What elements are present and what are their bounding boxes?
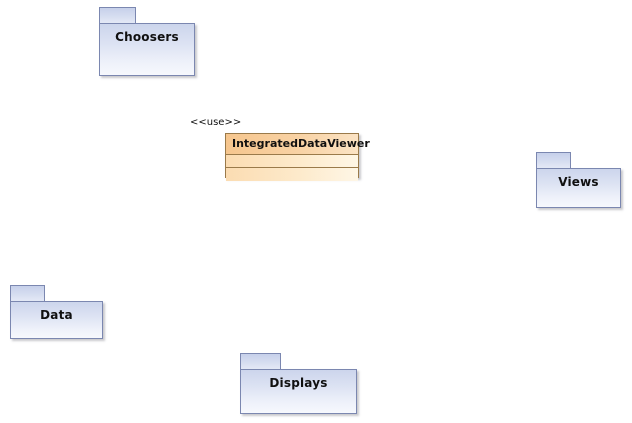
class-title: IntegratedDataViewer — [226, 134, 370, 155]
edge-label-use: <<use>> — [190, 117, 242, 128]
package-body: Choosers — [99, 23, 195, 76]
package-tab — [10, 285, 45, 302]
package-label-views: Views — [558, 175, 599, 189]
package-tab — [99, 7, 136, 24]
package-body: Displays — [240, 369, 357, 414]
class-attributes-compartment — [226, 155, 358, 168]
package-body: Data — [10, 301, 103, 339]
class-operations-compartment — [226, 168, 358, 181]
package-label-data: Data — [40, 308, 73, 322]
package-label-choosers: Choosers — [115, 30, 179, 44]
package-label-displays: Displays — [269, 376, 328, 390]
package-body: Views — [536, 168, 621, 208]
package-tab — [536, 152, 571, 169]
package-tab — [240, 353, 281, 370]
class-integrateddataviewer[interactable]: IntegratedDataViewer — [225, 133, 370, 181]
